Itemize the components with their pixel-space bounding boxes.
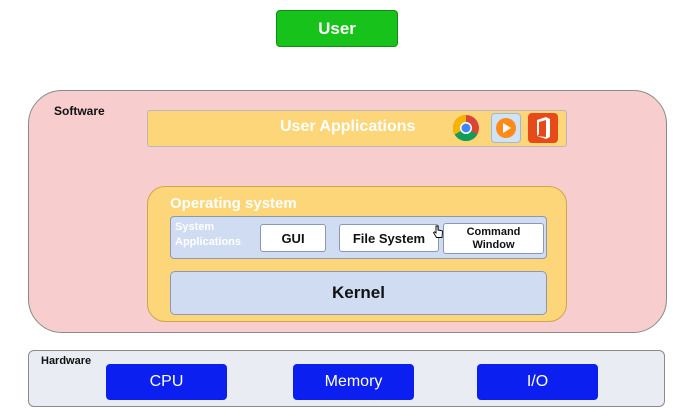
user-applications-label: User Applications — [280, 118, 416, 135]
system-applications-label-line1: System — [175, 221, 215, 233]
command-window-line2: Window — [472, 238, 515, 251]
hand-cursor-icon — [432, 225, 444, 239]
hardware-label: Hardware — [41, 355, 92, 367]
command-window-box: Command Window — [443, 223, 544, 254]
system-applications-label: System Applications — [175, 220, 255, 250]
chrome-icon — [451, 113, 481, 143]
media-player-icon — [491, 113, 521, 143]
cpu-box: CPU — [106, 364, 227, 400]
user-box: User — [276, 10, 398, 47]
software-label: Software — [54, 104, 105, 118]
gui-box: GUI — [260, 224, 326, 252]
operating-system-label: Operating system — [170, 195, 297, 212]
system-applications-label-line2: Applications — [175, 236, 242, 248]
kernel-box: Kernel — [170, 271, 547, 315]
office-icon — [528, 113, 558, 143]
io-box: I/O — [477, 364, 598, 400]
memory-box: Memory — [293, 364, 414, 400]
file-system-box: File System — [339, 224, 439, 252]
command-window-line1: Command — [466, 225, 521, 238]
